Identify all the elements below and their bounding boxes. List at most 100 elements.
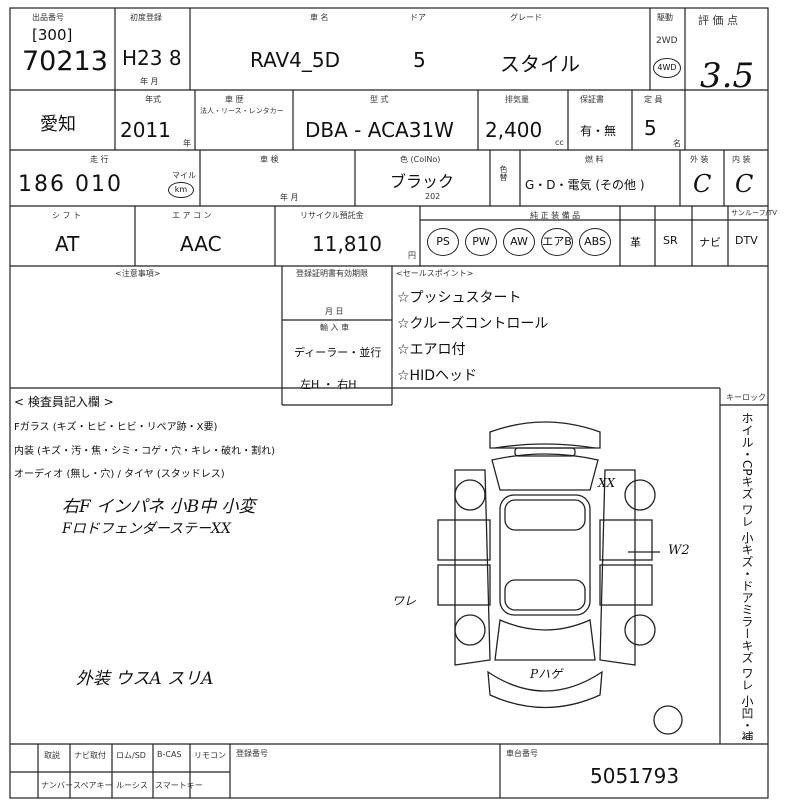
footer-smart-key: スマートキー — [155, 781, 203, 790]
mileage-unit-mile: マイル — [172, 171, 196, 180]
label-recycle: リサイクル預託金 — [300, 211, 364, 220]
label-capacity: 定 員 — [644, 95, 663, 104]
exterior-grade: C — [693, 170, 712, 198]
damage-mark-w2: W2 — [668, 543, 690, 558]
label-aircon: エ ア コ ン — [172, 211, 212, 220]
displacement: 2,400 — [485, 118, 543, 142]
label-warranty: 保証書 — [580, 95, 604, 104]
label-equipment: 純 正 装 備 品 — [530, 211, 581, 220]
mileage: 186 010 — [18, 172, 123, 197]
inspector-line-audio-tire: オーディオ (無し・穴) / タイヤ (スタッドレス) — [14, 469, 225, 480]
damage-mark-crack: ワレ — [392, 594, 417, 608]
equip-aw-circled: AW — [503, 228, 535, 256]
lot-number: 70213 — [22, 46, 108, 77]
color-code: 202 — [425, 192, 441, 201]
inspector-line-glass: Fガラス (キズ・ヒビ・ヒビ・リペア跡・X要) — [14, 422, 218, 433]
label-cc: cc — [555, 138, 564, 147]
model-code: DBA - ACA31W — [305, 118, 454, 142]
inspector-line-interior: 内装 (キズ・汚・焦・シミ・コゲ・穴・キレ・破れ・割れ) — [14, 446, 275, 457]
label-drive: 駆動 — [657, 13, 673, 22]
label-score: 評 価 点 — [698, 14, 738, 27]
sales-point-4: ☆HIDヘッド — [397, 368, 477, 384]
label-color-change: 色替 — [499, 165, 508, 181]
label-year: 年 — [183, 139, 191, 148]
sales-point-3: ☆エアロ付 — [397, 342, 466, 358]
label-exterior: 外 装 — [690, 155, 709, 164]
fuel: G・D・電気 (その他 ) — [525, 178, 645, 192]
steering-side: 左H ・ 右H — [300, 378, 357, 391]
equip-airbag-circled: エアB — [541, 228, 573, 256]
label-sales-points: <セールスポイント> — [396, 269, 474, 278]
car-name: RAV4_5D — [250, 48, 341, 72]
label-history: 車 歴 — [225, 95, 244, 104]
recycle-deposit: 11,810 — [312, 232, 382, 256]
label-sunroof-tv: サンルーフ/TV — [731, 209, 778, 217]
capacity: 5 — [644, 116, 657, 140]
label-first-registration: 初度登録 — [130, 13, 162, 22]
equip-navi: ナビ — [699, 236, 721, 249]
sales-point-1: ☆プッシュスタート — [397, 290, 522, 306]
inspector-note-2: FロドフェンダーステーXX — [62, 521, 231, 537]
label-grade: グレード — [510, 13, 542, 22]
label-yen: 円 — [408, 251, 416, 260]
color: ブラック — [390, 172, 455, 191]
lot-prefix: [300] — [32, 26, 73, 44]
import-type: ディーラー・並行 — [294, 346, 382, 359]
history-options: 法人・リース・レンタカー — [200, 107, 284, 115]
drive-2wd: 2WD — [656, 36, 678, 46]
damage-mark-paint-peel: Pハゲ — [530, 667, 563, 681]
label-year-month: 年 月 — [140, 77, 159, 86]
label-vehicle-number: 登録番号 — [236, 749, 268, 758]
label-chassis-number: 車台番号 — [506, 749, 538, 758]
label-interior: 内 装 — [732, 155, 751, 164]
evaluation-score: 3.5 — [700, 56, 755, 96]
label-month-day: 月 日 — [325, 307, 344, 316]
label-displacement: 排気量 — [505, 95, 529, 104]
grade: スタイル — [500, 52, 580, 76]
label-notes: <注意事項> — [115, 269, 161, 278]
label-keyless: キーロック — [726, 393, 766, 402]
sales-point-2: ☆クルーズコントロール — [397, 316, 549, 332]
footer-number: ナンバー — [41, 781, 73, 790]
damage-legend-vertical: ホイル・CPキズ ワレ 小キズ・ドアミラーキズ ワレ 小凹・補修 — [740, 412, 754, 740]
region: 愛知 — [40, 114, 76, 135]
damage-mark-xx: XX — [598, 476, 616, 490]
label-persons: 名 — [673, 139, 681, 148]
model-year: 2011 — [120, 118, 171, 142]
label-mileage: 走 行 — [90, 155, 109, 164]
mileage-unit-km-circled: km — [168, 182, 194, 198]
drive-4wd-circled: 4WD — [653, 58, 681, 78]
equip-dtv: DTV — [735, 234, 758, 247]
label-color: 色 (ColNo) — [400, 155, 441, 164]
warranty: 有・無 — [580, 124, 617, 138]
first-registration: H23 8 — [122, 46, 182, 70]
label-doors: ドア — [410, 13, 426, 22]
equip-abs-circled: ABS — [579, 228, 611, 256]
equip-pw-circled: PW — [465, 228, 497, 256]
label-lot-number: 出品番号 — [32, 13, 64, 22]
equip-sunroof: SR — [663, 234, 678, 247]
inspector-note-1: 右F インパネ 小B中 小変 — [62, 497, 256, 517]
label-model: 型 式 — [370, 95, 389, 104]
chassis-number: 5051793 — [590, 764, 680, 788]
label-import: 輸 入 車 — [320, 323, 350, 332]
shift: AT — [55, 232, 80, 256]
inspector-title: < 検査員記入欄 > — [14, 395, 114, 409]
footer-spare-key: スペアキー — [73, 781, 113, 790]
equip-ps-circled: PS — [427, 228, 459, 256]
aircon: AAC — [180, 232, 222, 256]
label-model-year: 年式 — [145, 95, 161, 104]
footer-manual: 取説 — [44, 751, 60, 760]
label-inspection-ym: 年 月 — [280, 193, 299, 202]
label-inspection: 車 検 — [260, 155, 279, 164]
label-reg-expiry: 登録証明書有効期限 — [296, 269, 368, 278]
door-count: 5 — [413, 48, 426, 72]
label-shift: シ フ ト — [52, 211, 82, 220]
footer-navi-install: ナビ取付 — [74, 751, 106, 760]
inspector-note-3: 外装 ウスA スリA — [76, 669, 214, 689]
footer-remote: リモコン — [194, 751, 226, 760]
footer-rom-sd: ロム/SD — [116, 751, 146, 760]
label-fuel: 燃 料 — [585, 155, 604, 164]
